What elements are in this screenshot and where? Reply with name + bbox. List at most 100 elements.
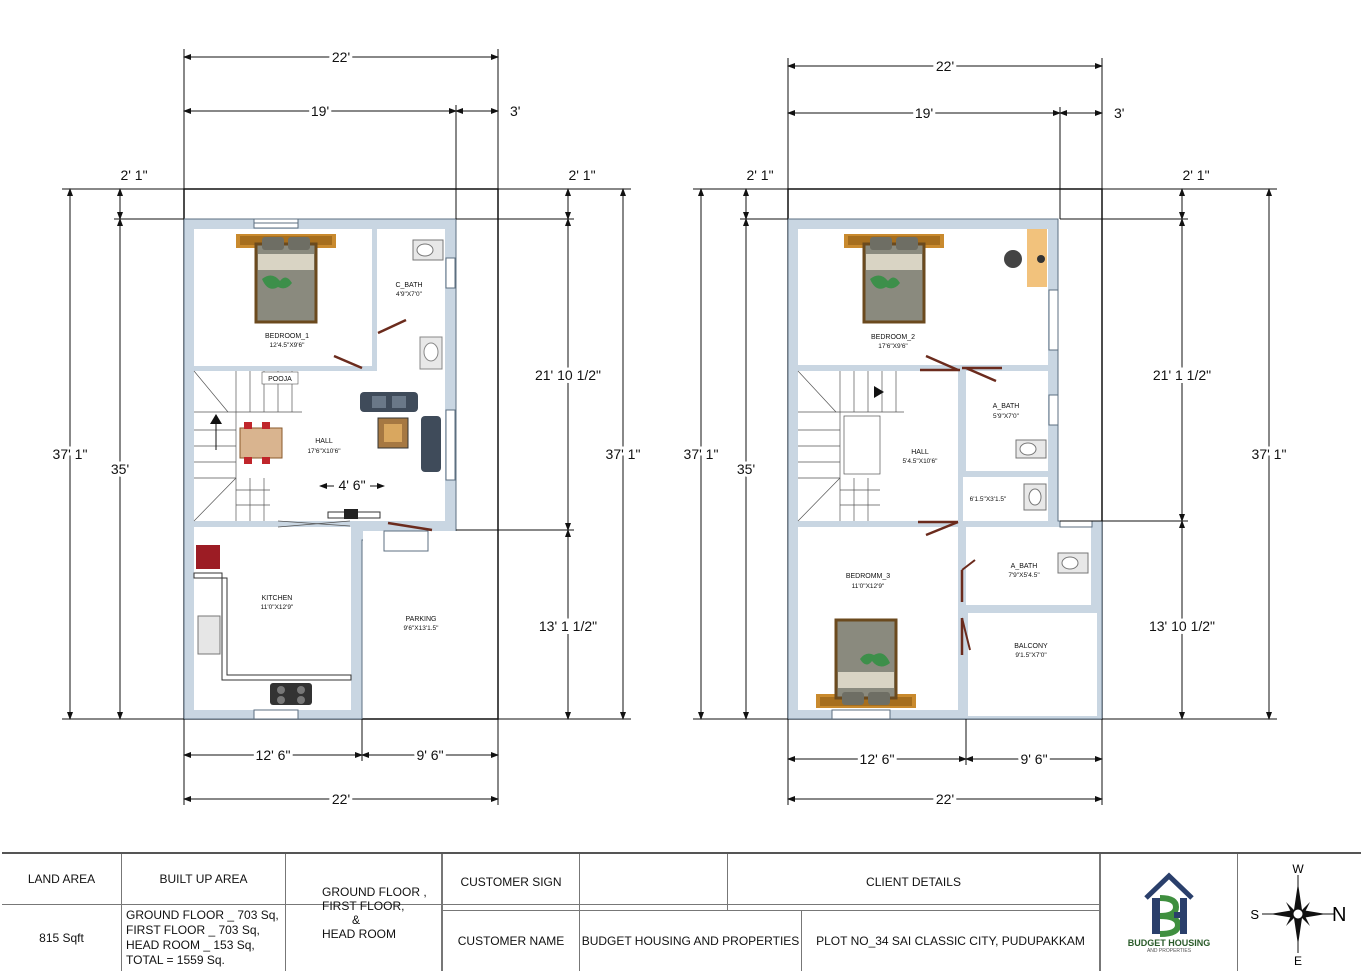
client-details-value: PLOT NO_34 SAI CLASSIC CITY, PUDUPAKKAM	[802, 911, 1100, 971]
window	[831, 709, 891, 720]
room-size-bedroom-3: 11'0"X12'9"	[852, 583, 885, 590]
room-size-bedroom-2: 17'6"X9'6"	[878, 343, 908, 350]
compass-w: W	[1292, 862, 1304, 876]
room-size-bedroom-1: 12'4.5"X9'6"	[270, 342, 306, 349]
ground-dim-right-upper: 2' 1"	[568, 167, 595, 183]
ground-dim-bottom-left: 12' 6"	[256, 747, 291, 763]
customer-name-label: CUSTOMER NAME	[443, 911, 580, 971]
entry-step	[383, 530, 429, 552]
first-floor-plan: BEDROOM_2 17'6"X9'6" A_BATH 5'9"X7'0" HA…	[787, 188, 1103, 720]
compass-rose: W S N E	[1238, 854, 1361, 971]
room-name-a-bath-2: A_BATH	[1011, 563, 1038, 570]
room-name-bedroom-1: BEDROOM_1	[265, 333, 309, 340]
room-size-parking: 9'6"X13'1.5"	[404, 625, 440, 632]
ground-dim-bottom-right: 9' 6"	[416, 747, 443, 763]
built-up-head-room: HEAD ROOM _ 153 Sq,	[126, 938, 255, 952]
room-name-bedroom-2: BEDROOM_2	[871, 334, 915, 341]
balcony-floor	[968, 613, 1097, 716]
first-dim-top-right: 3'	[1114, 105, 1124, 121]
staircase	[797, 370, 904, 522]
door	[925, 354, 959, 372]
parking-floor	[363, 531, 497, 718]
door	[965, 366, 997, 383]
customer-sign-label: CUSTOMER SIGN	[443, 854, 580, 910]
room-name-c-bath: C_BATH	[395, 282, 422, 289]
refrigerator-icon	[196, 545, 220, 569]
ground-dim-right-mid1: 21' 10 1/2"	[535, 367, 601, 383]
built-up-area-label: BUILT UP AREA	[122, 854, 286, 904]
floors-line-and: &	[352, 912, 361, 927]
ground-dim-top-right: 3'	[510, 103, 520, 119]
ground-dim-right-outer: 37' 1"	[606, 446, 641, 462]
stair-arrow-icon	[874, 386, 884, 398]
compass-icon: W S N E	[1250, 862, 1346, 968]
stair-arrow-icon	[210, 414, 222, 424]
room-size-c-bath: 4'9"X7'0"	[396, 291, 423, 298]
window	[1048, 289, 1059, 351]
window	[445, 257, 456, 289]
floors-description: GROUND FLOOR , FIRST FLOOR, & HEAD ROOM	[322, 885, 427, 941]
first-dim-bottom-right: 9' 6"	[1020, 751, 1047, 767]
room-size-balcony: 9'1.5"X7'0"	[1015, 652, 1047, 659]
room-size-hall: 17'6"X10'6"	[307, 448, 341, 455]
kitchen-counter	[193, 572, 352, 681]
ground-dim-left-inner: 35'	[111, 461, 129, 477]
window	[1048, 394, 1059, 426]
floors-line-first: FIRST FLOOR,	[322, 898, 405, 913]
door	[925, 520, 959, 537]
room-name-bedroom-3: BEDROMM_3	[846, 573, 890, 580]
ground-dim-top-left: 19'	[311, 103, 329, 119]
pooja-unit	[261, 371, 299, 385]
first-dim-left-upper: 2' 1"	[746, 167, 773, 183]
floors-line-ground: GROUND FLOOR ,	[322, 884, 427, 899]
study-desk-icon	[1027, 229, 1047, 287]
title-block: LAND AREA 815 Sqft BUILT UP AREA GROUND …	[2, 852, 1361, 971]
customer-sign-field[interactable]	[580, 854, 728, 910]
ground-floor-plan: 4' 6" BEDROOM_1 12'4.5"X9'6" C_BATH 4'9"…	[183, 188, 499, 720]
first-dim-top-total: 22'	[936, 58, 954, 74]
land-area-label: LAND AREA	[2, 854, 122, 904]
door	[387, 521, 433, 532]
window	[445, 409, 456, 481]
door	[333, 354, 363, 370]
first-dim-right-outer: 37' 1"	[1252, 446, 1287, 462]
ground-dim-top-total: 22'	[332, 49, 350, 65]
first-dim-bottom-left: 12' 6"	[860, 751, 895, 767]
logo-subtext: AND PROPERTIES	[1146, 947, 1192, 954]
compass-e: E	[1294, 954, 1302, 968]
customer-name-value: BUDGET HOUSING AND PROPERTIES	[580, 911, 802, 971]
door	[377, 318, 407, 335]
chair-icon	[1004, 250, 1022, 268]
room-name-kitchen: KITCHEN	[262, 595, 293, 602]
ground-dim-left-outer: 37' 1"	[53, 446, 88, 462]
room-size-kitchen: 11'0"X12'9"	[261, 604, 294, 611]
compass-n: N	[1332, 904, 1346, 926]
room-size-passage: 6'1.5"X3'1.5"	[970, 496, 1007, 503]
room-name-parking: PARKING	[406, 616, 437, 623]
floors-line-head-room: HEAD ROOM	[322, 926, 397, 941]
sink-icon	[197, 615, 221, 655]
budget-housing-logo-icon	[1144, 872, 1194, 937]
compass-s: S	[1250, 907, 1259, 922]
dining-table-icon	[239, 427, 283, 459]
first-dim-left-inner: 35'	[737, 461, 755, 477]
room-size-a-bath-2: 7'9"X5'4.5"	[1008, 572, 1040, 579]
first-dim-top-left: 19'	[915, 105, 933, 121]
first-dim-left-outer: 37' 1"	[684, 446, 719, 462]
land-area-value: 815 Sqft	[2, 905, 122, 971]
built-up-total: TOTAL = 1559 Sq.	[126, 953, 225, 967]
room-name-pooja: POOJA	[268, 376, 292, 383]
window	[1059, 520, 1093, 528]
ground-dim-left-upper: 2' 1"	[120, 167, 147, 183]
logo-text: BUDGET HOUSING	[1127, 937, 1211, 948]
first-dim-right-mid2: 13' 10 1/2"	[1149, 618, 1215, 634]
dim-inner-opening: 4' 6"	[338, 477, 365, 493]
room-size-hall: 5'4.5"X10'6"	[903, 458, 939, 465]
ground-dim-right-mid2: 13' 1 1/2"	[539, 618, 597, 634]
room-name-hall: HALL	[315, 438, 333, 445]
first-dim-right-mid1: 21' 1 1/2"	[1153, 367, 1211, 383]
sofa-icon	[360, 392, 418, 412]
window	[253, 709, 299, 720]
room-name-a-bath: A_BATH	[993, 403, 1020, 410]
room-name-hall: HALL	[911, 449, 929, 456]
